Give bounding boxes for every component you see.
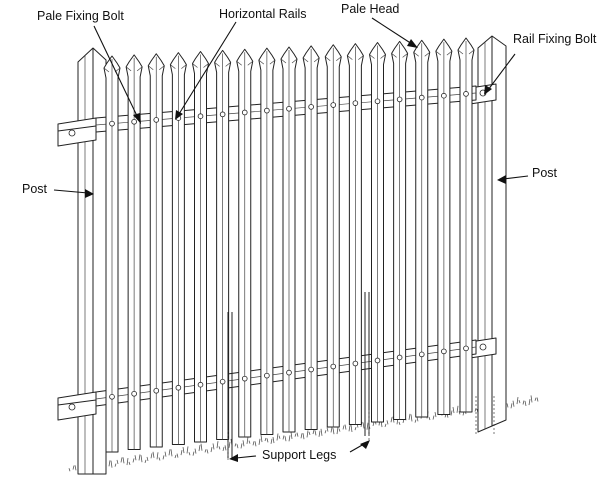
pale-fixing-bolt <box>352 100 359 106</box>
pale <box>302 45 320 430</box>
pale-fixing-bolt <box>109 120 115 127</box>
pale-fixing-bolt <box>286 105 292 112</box>
pale-fixing-bolt <box>109 394 115 400</box>
rail-fixing-bolt <box>68 403 76 411</box>
rail-fixing-bolt <box>479 343 487 351</box>
pale-fixing-bolt <box>308 104 314 110</box>
pale <box>103 55 121 453</box>
pale <box>169 52 187 445</box>
pale-fixing-bolt <box>463 345 469 352</box>
pale <box>413 39 431 418</box>
pale <box>125 54 143 450</box>
pale-fixing-bolt <box>352 360 359 367</box>
pale <box>192 51 209 443</box>
pale-fixing-bolt <box>308 366 314 373</box>
pale-fixing-bolt <box>441 348 447 355</box>
pale <box>258 47 276 435</box>
pales <box>68 37 487 453</box>
label-support-legs: Support Legs <box>262 448 336 462</box>
pale-fixing-bolt <box>396 354 403 361</box>
label-post-left: Post <box>22 182 48 196</box>
pale <box>324 44 342 428</box>
pale <box>369 42 386 423</box>
support-legs <box>227 292 370 462</box>
pale <box>214 49 232 440</box>
pale-fixing-bolt <box>153 117 160 123</box>
pale-fixing-bolt <box>396 96 403 103</box>
label-pale-fixing-bolt: Pale Fixing Bolt <box>37 9 124 23</box>
pale-fixing-bolt <box>330 363 337 370</box>
pale <box>346 43 364 425</box>
pale-fixing-bolt <box>197 113 204 119</box>
label-pale-head: Pale Head <box>341 2 399 16</box>
pale-fixing-bolt <box>374 357 381 364</box>
pale-fixing-bolt <box>374 98 381 105</box>
label-post-right: Post <box>532 166 558 180</box>
pale-fixing-bolt <box>330 102 337 108</box>
right-post <box>477 35 507 433</box>
leader-lines <box>53 17 529 462</box>
pale <box>435 38 453 415</box>
pale-fixing-bolt <box>241 375 248 382</box>
pale-fixing-bolt <box>197 381 204 388</box>
pale-fixing-bolt <box>219 378 226 385</box>
pale-fixing-bolt <box>175 384 182 391</box>
pale-fixing-bolt <box>463 91 469 97</box>
pale-fixing-bolt <box>131 118 137 125</box>
pale <box>280 46 298 433</box>
pale-fixing-bolt <box>441 92 447 99</box>
labels: Pale Fixing Bolt Horizontal Rails Pale H… <box>22 2 597 462</box>
pale-fixing-bolt <box>286 369 292 376</box>
pale <box>391 40 409 420</box>
pale-fixing-bolt <box>418 351 425 358</box>
pale-fixing-bolt <box>264 107 270 114</box>
pale-fixing-bolt <box>131 390 137 397</box>
rail-fixing-bolt <box>68 129 76 137</box>
pale-fixing-bolt <box>264 372 270 379</box>
pale-fixing-bolt <box>153 387 160 394</box>
pale <box>147 53 165 448</box>
post-footings <box>475 396 495 436</box>
pale-fixing-bolt <box>418 94 425 101</box>
pale-fixing-bolt <box>241 109 248 116</box>
pale-fixing-bolt <box>219 111 226 118</box>
label-rail-fixing-bolt: Rail Fixing Bolt <box>513 32 597 46</box>
label-horizontal-rails: Horizontal Rails <box>219 7 307 21</box>
pale <box>236 48 254 438</box>
pale <box>457 37 475 413</box>
